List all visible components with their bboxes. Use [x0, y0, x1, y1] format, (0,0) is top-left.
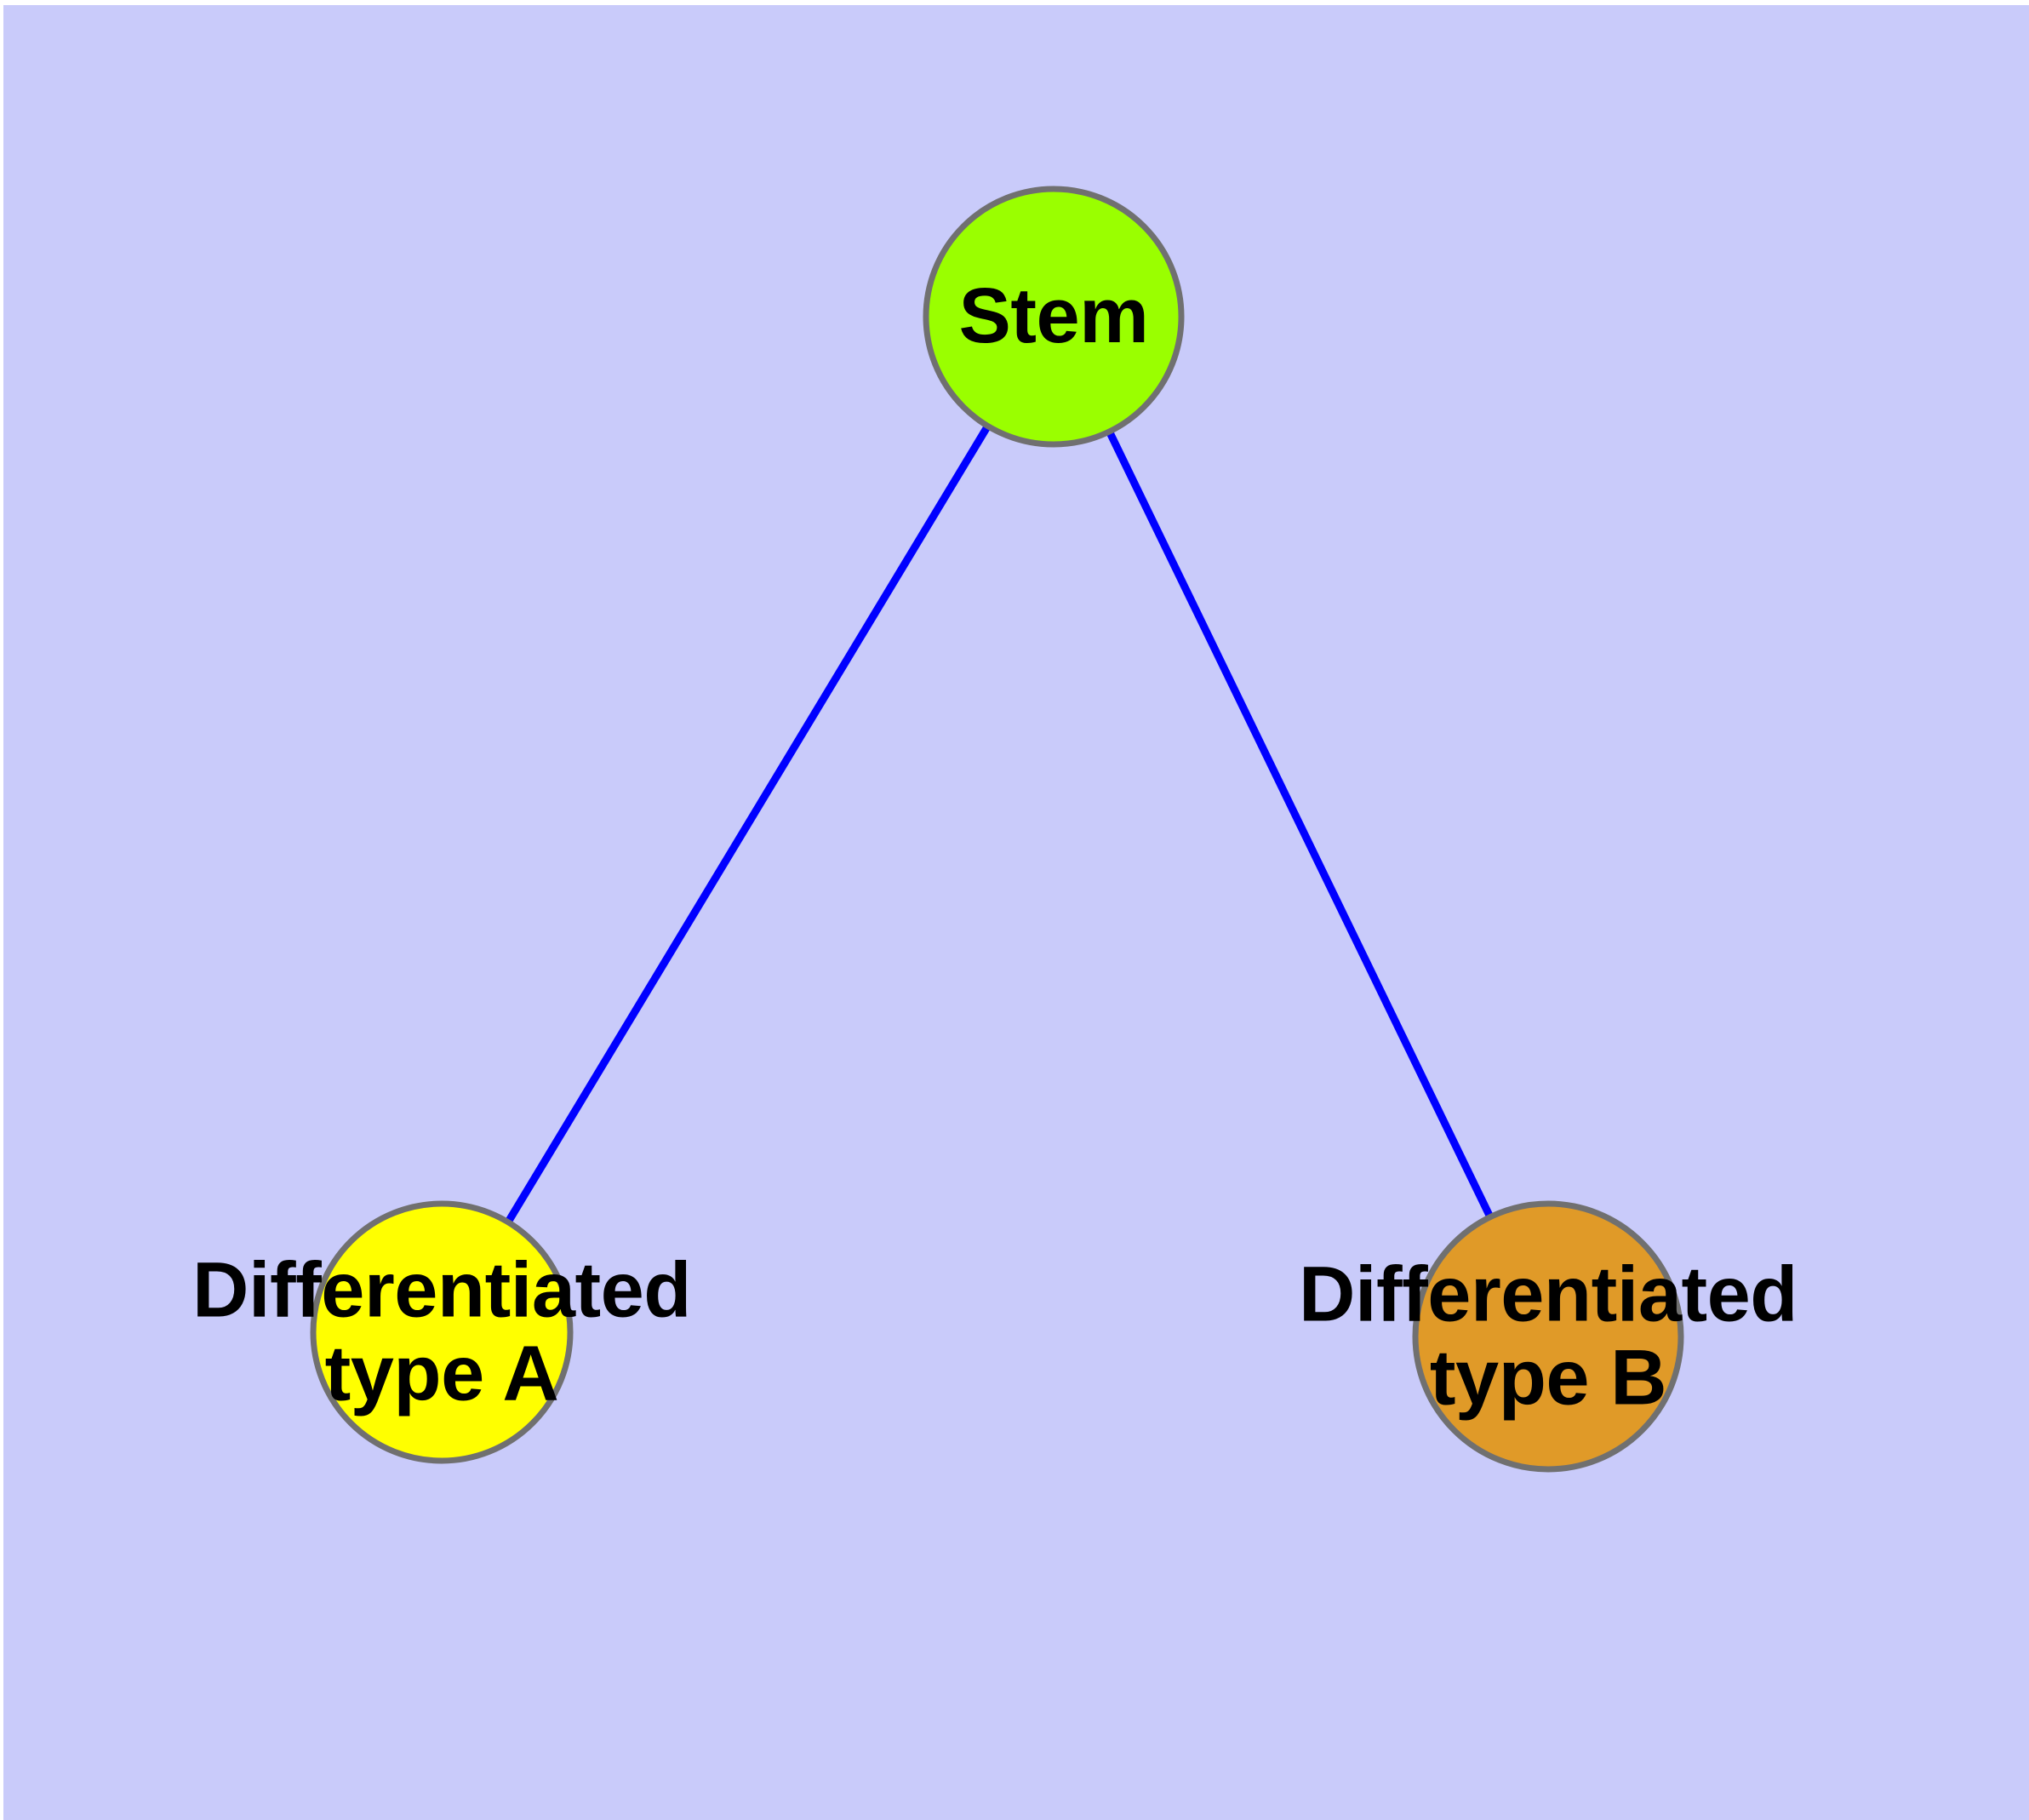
node-diff-b-circle[interactable]	[1412, 1200, 1684, 1473]
edge-layer	[438, 314, 1552, 1338]
edge-stem-diff-b	[1049, 315, 1552, 1338]
node-diff-a-circle[interactable]	[310, 1200, 574, 1464]
node-stem-circle[interactable]	[923, 186, 1185, 448]
node-layer	[310, 186, 1684, 1473]
edge-stem-diff-a	[438, 314, 1057, 1335]
